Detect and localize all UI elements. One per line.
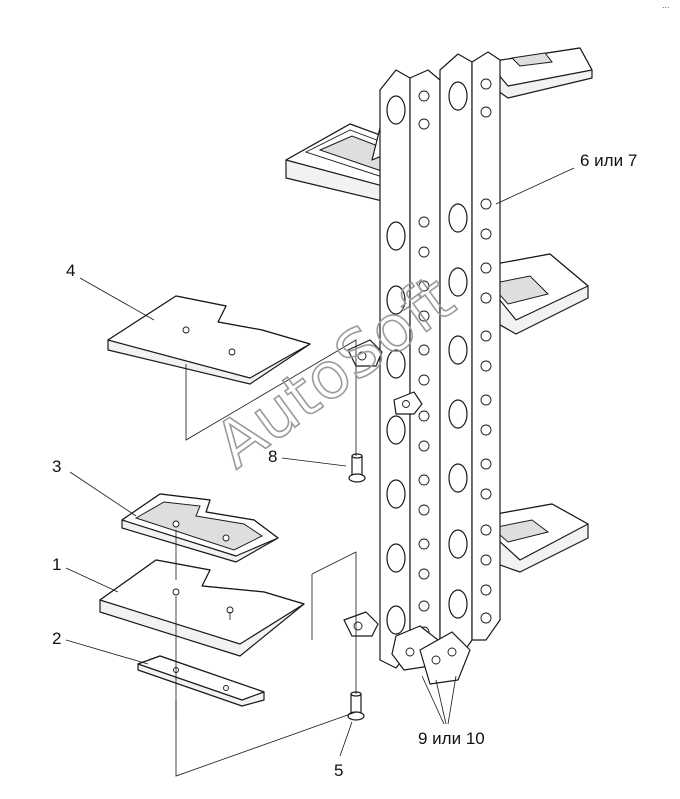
corner-mark: ...: [662, 0, 670, 10]
lower-slat: [473, 503, 589, 573]
chain-link: [386, 216, 430, 258]
chain-link: [386, 538, 430, 580]
chain-link: [448, 394, 492, 436]
chain-links: [386, 78, 492, 638]
callout-6-or-7: 6 или 7: [580, 151, 637, 170]
chain-link: [448, 458, 492, 500]
callout-9-or-10: 9 или 10: [418, 729, 485, 748]
chain-link: [448, 262, 492, 304]
part-2-strip: [137, 655, 265, 707]
part-3-rubber-scraper: [121, 493, 279, 563]
callout-8: 8: [268, 447, 277, 466]
chain-link: [386, 474, 430, 516]
chain-link: [448, 198, 492, 240]
chain-link: [386, 280, 430, 322]
callout-2: 2: [52, 629, 61, 648]
top-slat: [487, 47, 593, 99]
part-4-plate: [107, 295, 311, 385]
chain-link: [448, 584, 492, 624]
part-1-slat-plate: [99, 559, 305, 657]
chain-end-links: [391, 625, 471, 685]
chain-link: [386, 90, 430, 130]
middle-slat: [473, 253, 589, 335]
part-8-bolt: [348, 453, 366, 483]
callout-3: 3: [52, 457, 61, 476]
callout-leaders: [65, 167, 575, 757]
chain-attachment-lugs: [343, 339, 423, 637]
callout-4: 4: [66, 261, 75, 280]
part-5-bolt: [347, 691, 365, 721]
chain-link: [386, 410, 430, 452]
chain-link: [448, 330, 492, 372]
assembly-lines: [175, 339, 357, 777]
callout-labels: 4 3 1 2 8 5 6 или 7 9 или 10: [52, 151, 637, 780]
callout-5: 5: [334, 761, 343, 780]
chain-conveyor-assembly: [285, 47, 593, 685]
chain-link: [448, 78, 492, 118]
chain-link: [448, 524, 492, 566]
chain-strand-right: [439, 51, 501, 661]
chain-link: [386, 344, 430, 386]
callout-1: 1: [52, 555, 61, 574]
